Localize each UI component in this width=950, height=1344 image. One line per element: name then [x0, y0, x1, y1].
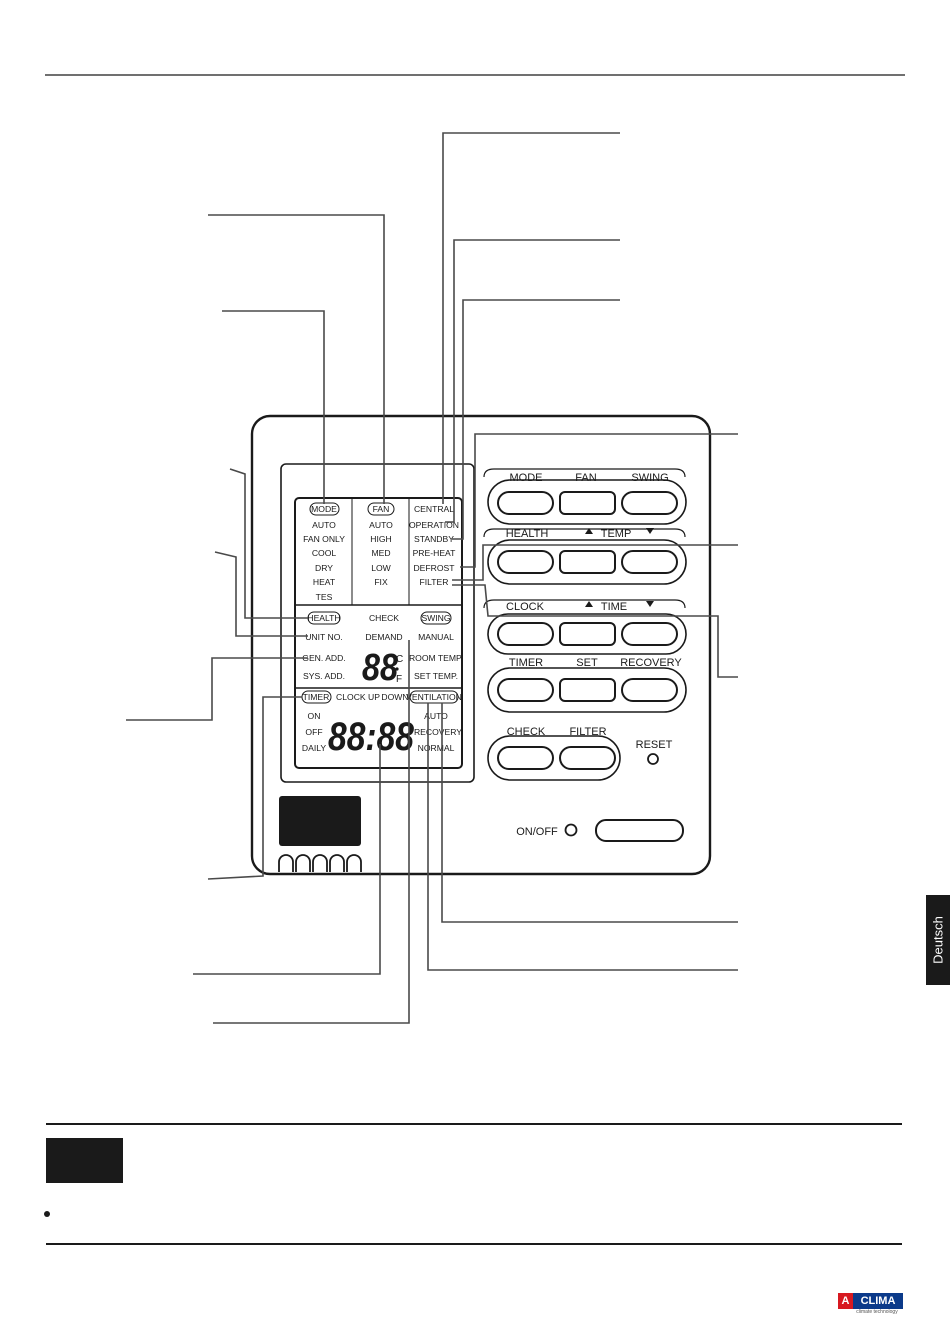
lcd-fan-item: MED — [371, 548, 390, 558]
time-down-arrow-icon — [646, 601, 654, 607]
lcd-bezel — [280, 463, 475, 783]
lcd-fan-item: LOW — [371, 563, 391, 573]
mode-button[interactable] — [497, 491, 554, 515]
lcd-screen — [294, 497, 463, 769]
mode-label: MODE — [510, 472, 543, 484]
lcd-mode-item: COOL — [312, 548, 337, 558]
health-label: HEALTH — [506, 528, 549, 540]
lcd-status-item: PRE-HEAT — [413, 548, 457, 558]
lcd-status-item: STANDBY — [414, 534, 454, 544]
leader-lines — [126, 132, 738, 1024]
onoff-button[interactable] — [595, 819, 684, 842]
temp-up-button[interactable] — [559, 550, 616, 574]
aclima-logo: A CLIMA climate technology — [838, 1293, 904, 1317]
button-pod-row-1 — [483, 468, 687, 781]
time-down-button[interactable] — [621, 622, 678, 646]
lcd-mode-item: HEAT — [313, 577, 336, 587]
swing-header-frame — [420, 611, 452, 625]
lcd-deg-f: F — [396, 674, 402, 685]
time-up-arrow-icon — [585, 601, 593, 607]
lcd-sys-add: SYS. ADD. — [303, 671, 345, 681]
lcd-status-item: DEFROST — [413, 563, 455, 573]
recovery-label: RECOVERY — [620, 657, 682, 669]
lcd-mode-item: DRY — [315, 563, 333, 573]
lcd-status-item: CENTRAL — [414, 504, 454, 514]
health-button[interactable] — [497, 550, 554, 574]
time-label: TIME — [601, 601, 627, 613]
lcd-status-item: OPERATION — [409, 520, 459, 530]
lcd-down: DOWN — [381, 692, 408, 702]
lcd-mode-header: MODE — [311, 504, 337, 514]
set-label: SET — [576, 657, 598, 669]
timer-button[interactable] — [497, 678, 554, 702]
reset-button[interactable] — [647, 753, 659, 765]
lcd-recovery: RECOVERY — [414, 727, 462, 737]
lcd-unit-no: UNIT NO. — [305, 632, 343, 642]
lcd-check: CHECK — [369, 613, 399, 623]
lcd-swing: SWING — [421, 613, 450, 623]
lcd-gen-add: GEN. ADD. — [302, 653, 345, 663]
filter-label: FILTER — [569, 726, 606, 738]
onoff-label: ON/OFF — [516, 826, 558, 838]
fan-label: FAN — [575, 472, 596, 484]
recovery-button[interactable] — [621, 678, 678, 702]
lcd-status-item: FILTER — [420, 577, 449, 587]
clock-button[interactable] — [497, 622, 554, 646]
logo-brand: CLIMA — [853, 1293, 903, 1309]
lcd-fan-header: FAN — [373, 504, 390, 514]
lcd-auto: AUTO — [424, 711, 448, 721]
lcd-mode-item: TES — [316, 592, 333, 602]
lcd-demand: DEMAND — [365, 632, 402, 642]
time-up-button[interactable] — [559, 622, 616, 646]
swing-button[interactable] — [621, 491, 678, 515]
temp-down-button[interactable] — [621, 550, 678, 574]
lcd-mode-item: AUTO — [312, 520, 336, 530]
ir-receiver-window — [279, 796, 361, 846]
set-button[interactable] — [559, 678, 616, 702]
logo-tagline: climate technology — [856, 1309, 898, 1315]
lcd-on: ON — [308, 711, 321, 721]
language-tab: Deutsch — [926, 895, 950, 985]
lcd-fan-item: AUTO — [369, 520, 393, 530]
logo-a: A — [838, 1293, 853, 1309]
lcd-ventilation: VENTILATION — [406, 692, 462, 702]
note-icon-box — [46, 1138, 123, 1183]
check-label: CHECK — [507, 726, 546, 738]
lcd-clock-up: CLOCK UP — [336, 692, 380, 702]
fan-button[interactable] — [559, 491, 616, 515]
timer-label: TIMER — [509, 657, 543, 669]
lcd-manual: MANUAL — [418, 632, 454, 642]
language-tab-label: Deutsch — [930, 916, 946, 964]
vent-slots — [278, 854, 362, 872]
lcd-timer: TIMER — [303, 692, 330, 702]
lcd-set-temp: SET TEMP. — [414, 671, 458, 681]
lcd-mode-item: FAN ONLY — [303, 534, 345, 544]
lcd-fan-item: FIX — [374, 577, 388, 587]
fan-header-frame — [367, 502, 395, 516]
lcd-room-temp: ROOM TEMP. — [409, 653, 463, 663]
note-top-rule — [46, 1123, 902, 1125]
lcd-fan-item: HIGH — [370, 534, 391, 544]
note-bottom-rule — [46, 1243, 902, 1245]
temp-label: TEMP — [601, 528, 632, 540]
note-bullet — [44, 1211, 50, 1217]
clock-label: CLOCK — [506, 601, 545, 613]
lcd-normal: NORMAL — [418, 743, 455, 753]
ventilation-header-frame — [409, 690, 459, 704]
temp-down-arrow-icon — [646, 528, 654, 534]
filter-button[interactable] — [559, 746, 616, 770]
swing-label: SWING — [631, 472, 668, 484]
temp-up-arrow-icon — [585, 528, 593, 534]
lcd-temp-digits: 88 — [362, 647, 399, 689]
lcd-daily: DAILY — [302, 743, 326, 753]
onoff-indicator-led — [564, 823, 578, 837]
lcd-health: HEALTH — [307, 613, 340, 623]
reset-label: RESET — [636, 739, 673, 751]
check-button[interactable] — [497, 746, 554, 770]
lcd-deg-c: C — [396, 654, 403, 665]
lcd-off: OFF — [305, 727, 322, 737]
lcd-time-digits: 88:88 — [328, 715, 415, 759]
